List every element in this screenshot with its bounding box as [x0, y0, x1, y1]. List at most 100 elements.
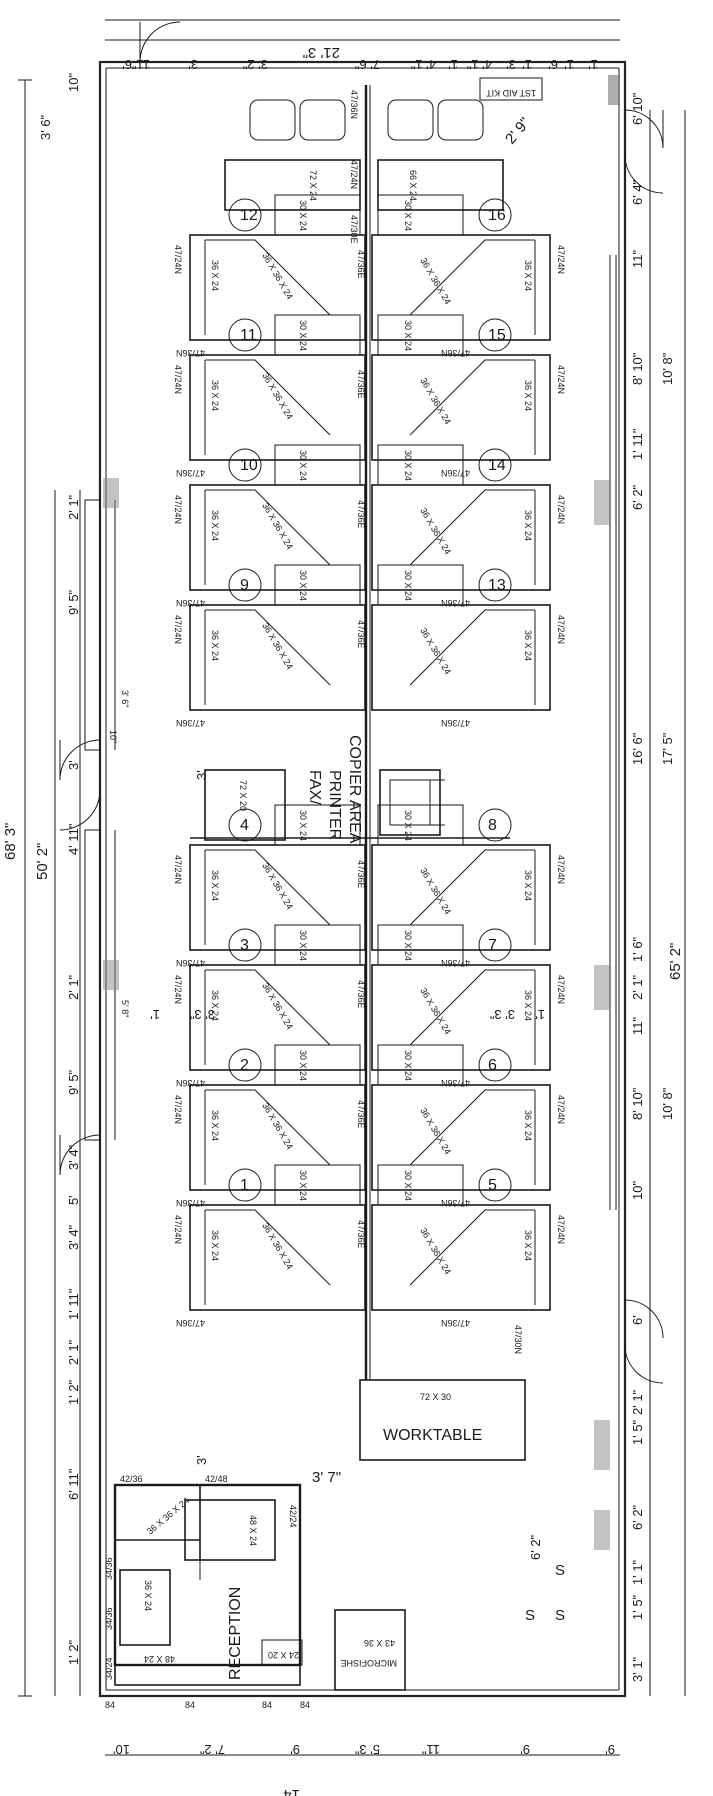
- pod-left-desk: [205, 359, 331, 436]
- desk-label: 36 X 24: [523, 870, 533, 901]
- small-desk-label: 30 X 24: [298, 1050, 308, 1081]
- dim-bottom-width: 14': [280, 1786, 300, 1796]
- pod-left-desk: [205, 489, 331, 566]
- workstation-number: 9: [240, 577, 249, 594]
- dim-t9: 1': [522, 57, 532, 72]
- dim-l13: 1' 2": [66, 1379, 81, 1405]
- dim-l1: 3' 6": [38, 114, 53, 140]
- desk-label: 36 X 24: [523, 260, 533, 291]
- central-spine: [364, 85, 371, 1380]
- workstation-number: 6: [488, 1057, 497, 1074]
- panel-label: 47/24N: [173, 245, 183, 274]
- dim-l12: 2' 1": [66, 1339, 81, 1365]
- panel-label: 47/36E: [356, 980, 366, 1009]
- panel-label: 47/36N: [176, 1318, 205, 1328]
- panel-label: 47/36N: [441, 1198, 470, 1208]
- panel-label: 47/36E: [356, 620, 366, 649]
- small-desk-label: 30 X 24: [403, 930, 413, 961]
- panel-label: 47/36E: [356, 370, 366, 399]
- dim-b2: 9': [290, 1742, 300, 1757]
- panel-label: 47/24N: [556, 245, 566, 274]
- dim-l6: 2' 1": [66, 974, 81, 1000]
- pod-right-chair: [478, 808, 512, 842]
- printer-label: PRINTER: [326, 770, 343, 840]
- dim-r21: 3' 1": [630, 1656, 645, 1682]
- dim-misc-1-right: 1': [535, 1007, 545, 1022]
- pod-left-desk: [205, 849, 331, 926]
- desk-label: 36 X 24: [210, 870, 220, 901]
- pod-left-chair: [228, 1168, 262, 1202]
- pod-right-small-desk: [377, 314, 464, 356]
- copier-label: COPIER AREA: [346, 735, 363, 844]
- pod-right-desk: [409, 609, 535, 686]
- panel-label: 47/36N: [441, 718, 470, 728]
- panel-label: 47/36E: [356, 500, 366, 529]
- small-desk-label: 30 X 24: [298, 200, 308, 231]
- outer-walls: [98, 60, 627, 1698]
- panel-label: 47/24N: [556, 975, 566, 1004]
- pod-left-small-desk: [274, 444, 361, 486]
- dim-r15: 6': [630, 1315, 645, 1325]
- small-desk-label: 30 X 24: [298, 810, 308, 841]
- dim-t10: 6': [548, 57, 558, 72]
- dim-t4: 7' 6": [354, 57, 380, 72]
- pod-left-chair: [228, 808, 262, 842]
- desk-label: 36 X 24: [210, 260, 220, 291]
- pod-left-small-desk: [274, 804, 361, 846]
- dim-r3: 8' 10": [630, 352, 645, 385]
- rec-84d: 84: [300, 1700, 310, 1710]
- worktable: 72 X 30 WORKTABLE 47/30N: [359, 1325, 526, 1461]
- small-desk-label: 30 X 24: [403, 1170, 413, 1201]
- panel-label: 47/36N: [176, 1078, 205, 1088]
- pod-left-desk: [205, 609, 331, 686]
- top-dims: 6' 11" 3' 3' 2" 7' 6" 4' 1" 1' 4' 1" 3' …: [122, 57, 598, 72]
- rec-4236: 42/36: [120, 1474, 143, 1484]
- panel-label: 47/36N: [176, 348, 205, 358]
- desk-label: 36 X 24: [523, 1230, 533, 1261]
- pod-left-small-desk: [274, 924, 361, 966]
- rec-84a: 84: [105, 1700, 115, 1710]
- pod-left-desk: [205, 1089, 331, 1166]
- panel-label: 47/36N: [441, 348, 470, 358]
- small-desk-label: 30 X 24: [403, 200, 413, 231]
- dim-inner-left: 50' 2": [34, 843, 51, 880]
- dim-left-3-6: 3' 6": [120, 690, 130, 707]
- pod-right-small-desk: [377, 564, 464, 606]
- rec-84b: 84: [185, 1700, 195, 1710]
- left-dims: 10" 3' 6" 2' 1" 9' 5" 3' 4' 11" 2' 1" 9'…: [38, 73, 81, 1665]
- small-desk-label: 30 X 24: [403, 1050, 413, 1081]
- panel-label: 47/36N: [441, 468, 470, 478]
- pod-right-chair: [478, 568, 512, 602]
- panel-label: 47/36N: [176, 1198, 205, 1208]
- workstation-number: 15: [488, 327, 506, 344]
- dim-b0: 10': [113, 1742, 130, 1757]
- panel-label: 47/24N: [173, 495, 183, 524]
- workstation-number: 10: [240, 457, 258, 474]
- dim-r11: 11": [630, 1017, 645, 1035]
- panel-top-1: 47/36N: [349, 90, 359, 119]
- workstation-number: 7: [488, 937, 497, 954]
- small-desk-label: 30 X 24: [298, 450, 308, 481]
- table-66x24: 66 X 24: [408, 170, 418, 201]
- panel-label: 47/24N: [173, 1215, 183, 1244]
- dim-r0: 6' 10": [630, 92, 645, 125]
- desk-label: 36 X 24: [210, 630, 220, 661]
- dim-t1: 11": [132, 57, 150, 72]
- dim-r7: 16' 6": [630, 732, 645, 765]
- pod-left-chair: [228, 198, 262, 232]
- pod-left-small-desk: [274, 314, 361, 356]
- dim-misc-1-left: 1': [150, 1007, 160, 1022]
- dim-l5: 4' 11": [66, 823, 81, 855]
- dim-t3: 3' 2": [242, 57, 268, 72]
- dim-misc-3-top: 3': [194, 770, 209, 780]
- panel-label: 47/36N: [176, 468, 205, 478]
- dim-t8: 3': [506, 57, 516, 72]
- panel-label: 47/36N: [441, 958, 470, 968]
- dim-r13: 10' 8": [660, 1087, 675, 1120]
- panel-label: 47/36E: [356, 860, 366, 889]
- dim-r10: 2' 1": [630, 974, 645, 1000]
- panel-label: 47/24N: [173, 855, 183, 884]
- small-desk-label: 30 X 24: [403, 450, 413, 481]
- panel-label: 47/36E: [356, 1100, 366, 1129]
- dim-misc-3-3-left: 3' 3": [189, 1007, 215, 1022]
